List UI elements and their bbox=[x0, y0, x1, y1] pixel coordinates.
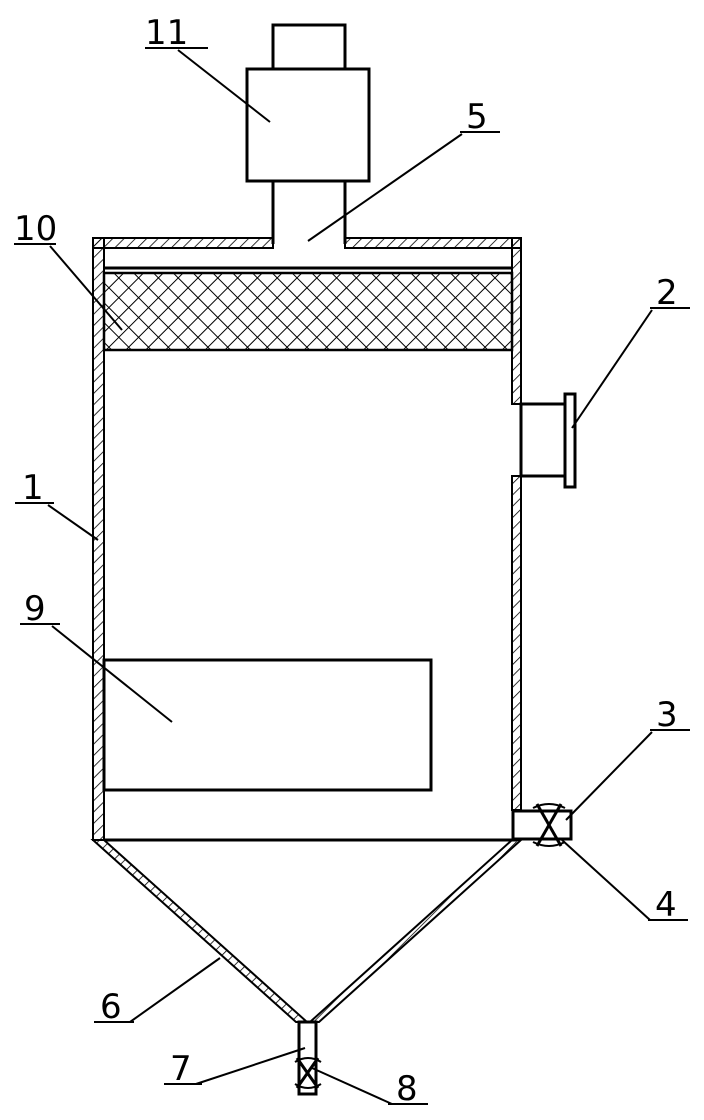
label-1: 1 bbox=[22, 468, 44, 508]
label-5: 5 bbox=[466, 97, 488, 137]
label-11: 11 bbox=[145, 13, 188, 53]
label-2: 2 bbox=[656, 273, 678, 313]
label-4: 4 bbox=[655, 885, 677, 925]
label-10: 10 bbox=[14, 209, 57, 249]
label-6: 6 bbox=[100, 987, 122, 1027]
label-7: 7 bbox=[170, 1049, 192, 1089]
side-valve-pipe bbox=[511, 803, 573, 847]
leader-lines bbox=[14, 47, 690, 1105]
label-8: 8 bbox=[396, 1069, 418, 1109]
cone-hopper bbox=[90, 839, 524, 1023]
label-9: 9 bbox=[24, 589, 46, 629]
filter-layer bbox=[102, 266, 514, 352]
fan-unit bbox=[245, 23, 371, 183]
inner-box bbox=[102, 658, 433, 792]
side-outlet-flange bbox=[519, 392, 577, 489]
label-3: 3 bbox=[656, 695, 678, 735]
exhaust-pipe bbox=[271, 181, 347, 244]
bottom-drain-pipe bbox=[294, 1020, 322, 1096]
